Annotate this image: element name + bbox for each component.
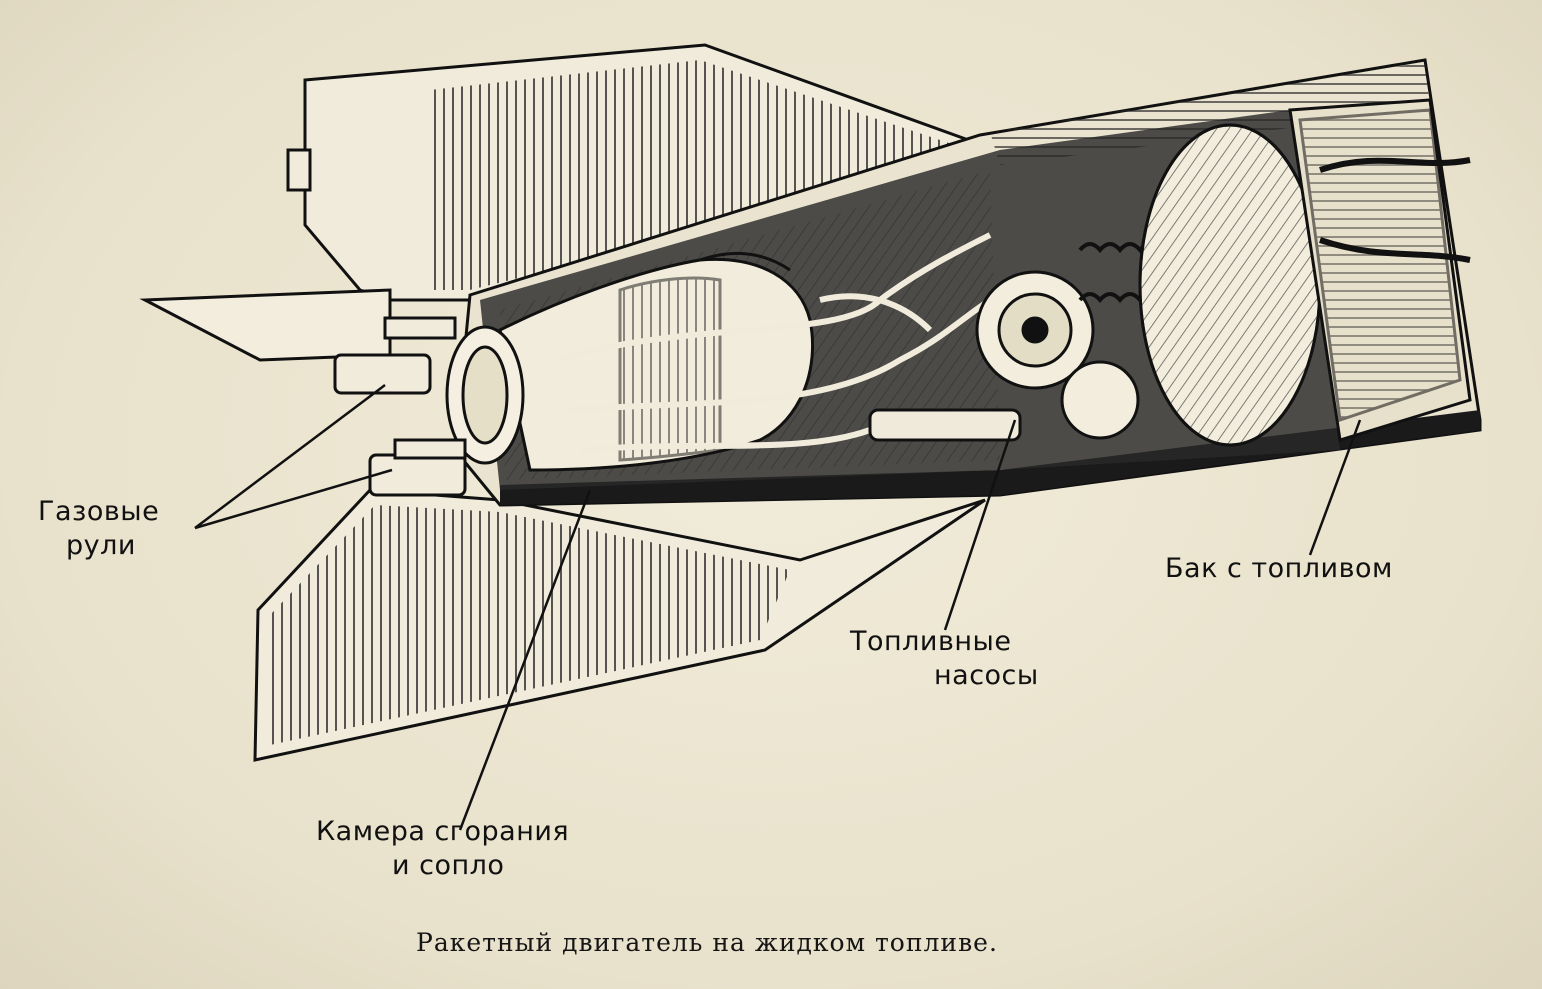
figure-caption: Ракетный двигатель на жидком топливе. — [416, 928, 998, 957]
combustion-chamber — [445, 251, 815, 472]
label-fuel-pumps: Топливные насосы — [850, 625, 1039, 693]
label-combustion-chamber: Камера сгорания и сопло — [316, 815, 569, 883]
side-fin — [139, 288, 392, 362]
leader-lines — [194, 384, 1362, 831]
label-gas-rudders-line1: Газовые — [38, 496, 160, 527]
upper-fin — [286, 43, 1014, 302]
turbo-pump — [868, 242, 1162, 442]
label-gas-rudders: Газовые рули — [38, 495, 159, 563]
label-combustion-line1: Камера сгорания — [316, 816, 570, 847]
label-fuel-tank: Бак с топливом — [1165, 553, 1393, 584]
label-fuel-pumps-line2: насосы — [934, 660, 1039, 691]
fuel-tank — [1138, 98, 1472, 447]
label-gas-rudders-line2: рули — [66, 530, 136, 561]
gas-rudders — [333, 316, 467, 497]
fuel-pipes — [559, 232, 992, 453]
label-fuel-pumps-line1: Топливные — [850, 626, 1012, 657]
label-combustion-line2: и сопло — [392, 850, 505, 881]
